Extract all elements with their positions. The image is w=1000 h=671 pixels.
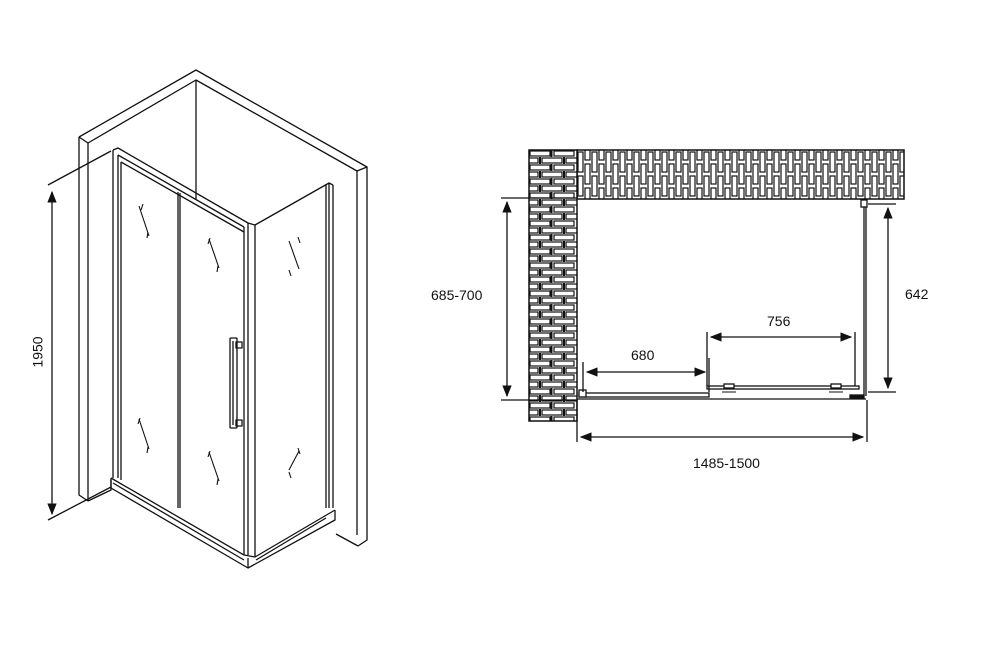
glass-reflection-marks [137,203,301,486]
back-wall [78,69,368,547]
dim-label-height: 1950 [29,336,46,368]
dim-label-side-panel: 642 [905,286,929,302]
brick-wall-top [576,149,905,200]
dim-label-sliding-door: 756 [767,313,791,329]
plan-view [501,149,905,442]
front-enclosure [110,147,336,569]
height-dimension-1950 [47,150,112,521]
brick-wall-left [528,149,578,422]
isometric-view [47,69,368,569]
dim-label-width: 1485-1500 [693,455,760,471]
dim-label-fixed-panel: 680 [631,347,655,363]
dim-label-depth: 685-700 [431,287,483,303]
